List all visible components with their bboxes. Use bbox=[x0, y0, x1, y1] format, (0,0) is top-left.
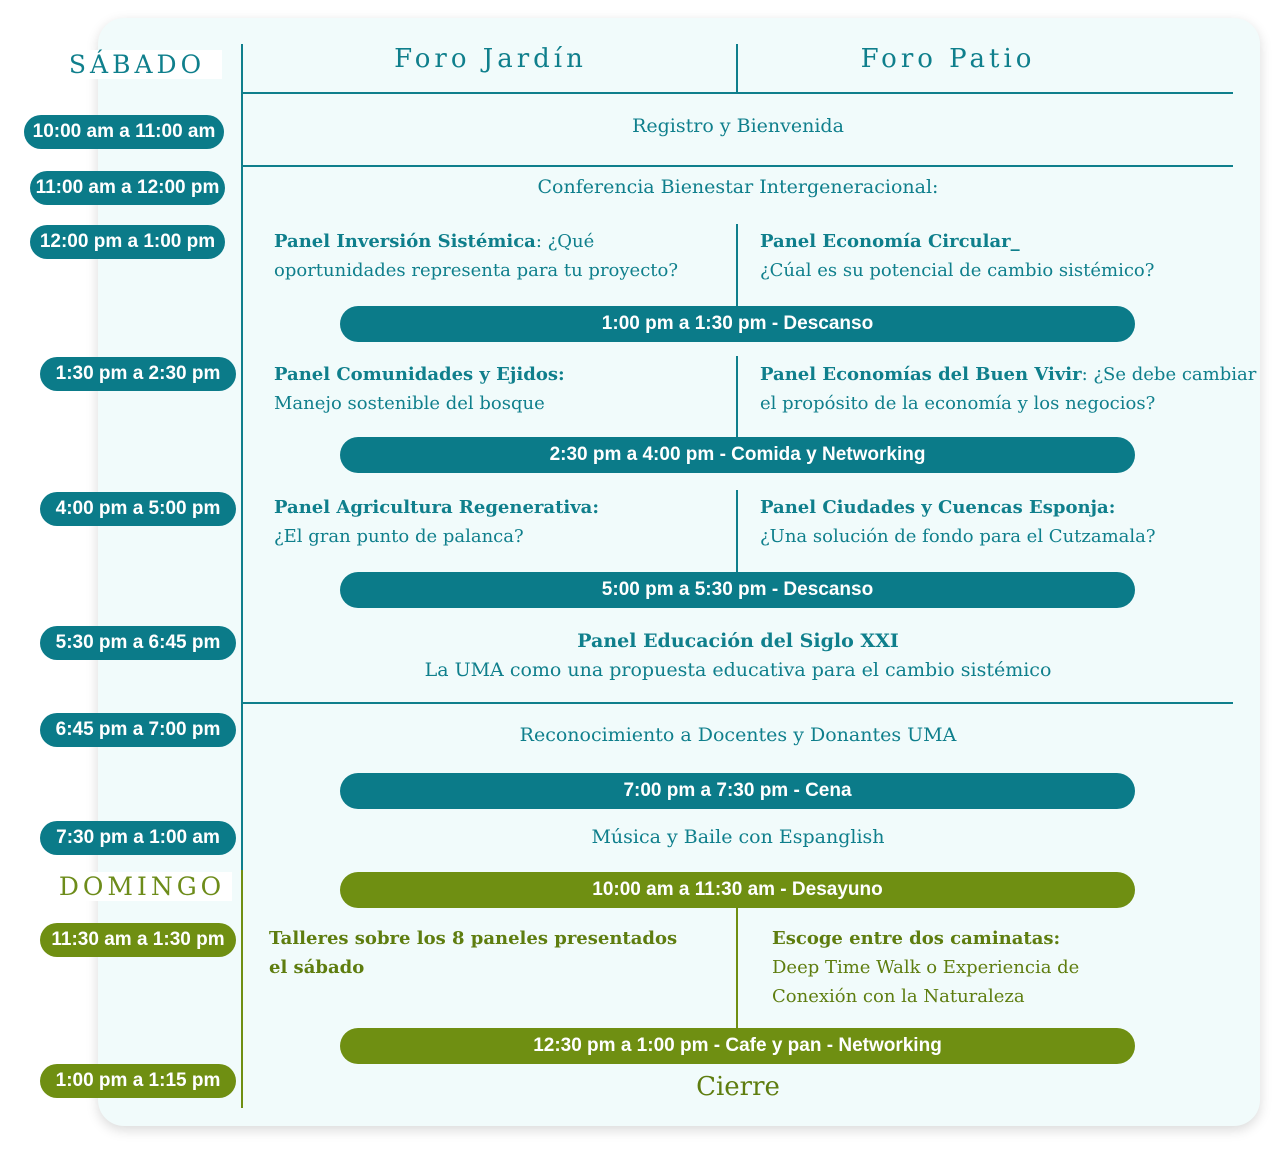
break-bar: 2:30 pm a 4:00 pm - Comida y Networking bbox=[340, 437, 1135, 473]
time-pill: 12:00 pm a 1:00 pm bbox=[30, 225, 225, 259]
caminatas-option: Deep Time Walk o Experiencia de bbox=[772, 957, 1080, 978]
break-bar-coffee: 12:30 pm a 1:00 pm - Cafe y pan - Networ… bbox=[340, 1028, 1135, 1064]
panel-title: Panel Comunidades y Ejidos: bbox=[274, 364, 565, 385]
panel-subtitle: ¿Una solución de fondo para el Cutzamala… bbox=[760, 526, 1156, 547]
column-divider bbox=[736, 490, 738, 572]
talleres-line: el sábado bbox=[269, 957, 365, 978]
section-rule bbox=[243, 165, 1233, 167]
panel-educacion: Panel Educación del Siglo XXI La UMA com… bbox=[243, 627, 1233, 685]
time-pill: 1:30 pm a 2:30 pm bbox=[40, 357, 236, 391]
day-label-saturday: SÁBADO bbox=[52, 50, 222, 79]
time-pill: 11:00 am a 12:00 pm bbox=[30, 171, 225, 205]
break-bar: 5:00 pm a 5:30 pm - Descanso bbox=[340, 572, 1135, 608]
day-label-sunday: DOMINGO bbox=[52, 872, 232, 901]
panel-subtitle: La UMA como una propuesta educativa para… bbox=[424, 659, 1052, 681]
break-bar: 7:00 pm a 7:30 pm - Cena bbox=[340, 773, 1135, 809]
event-reconocimiento: Reconocimiento a Docentes y Donantes UMA bbox=[519, 724, 957, 746]
panel-title: Panel Economías del Buen Vivir bbox=[760, 364, 1082, 385]
panel-subtitle: ¿Cúal es su potencial de cambio sistémic… bbox=[760, 260, 1155, 281]
event-musica: Música y Baile con Espanglish bbox=[591, 826, 885, 848]
break-bar: 1:00 pm a 1:30 pm - Descanso bbox=[340, 306, 1135, 342]
column-divider-sunday bbox=[736, 906, 738, 1030]
event-conferencia: Conferencia Bienestar Intergeneracional: bbox=[537, 176, 939, 198]
column-divider bbox=[736, 224, 738, 306]
panel-ciudades-cuencas: Panel Ciudades y Cuencas Esponja: ¿Una s… bbox=[760, 493, 1156, 551]
column-divider bbox=[736, 356, 738, 438]
panel-subtitle: Manejo sostenible del bosque bbox=[274, 393, 545, 414]
section-rule bbox=[243, 702, 1233, 704]
time-pill: 5:30 pm a 6:45 pm bbox=[40, 626, 236, 660]
event-cierre: Cierre bbox=[696, 1072, 780, 1102]
panel-agricultura-regenerativa: Panel Agricultura Regenerativa: ¿El gran… bbox=[274, 493, 599, 551]
caminatas-title: Escoge entre dos caminatas: bbox=[772, 928, 1061, 949]
panel-title: Panel Agricultura Regenerativa: bbox=[274, 497, 599, 518]
panel-subtitle: el propósito de la economía y los negoci… bbox=[760, 393, 1156, 414]
talleres-line: Talleres sobre los 8 paneles presentados bbox=[269, 928, 678, 949]
panel-subtitle: oportunidades representa para tu proyect… bbox=[274, 260, 679, 281]
event-talleres: Talleres sobre los 8 paneles presentados… bbox=[269, 924, 677, 982]
event-caminatas: Escoge entre dos caminatas: Deep Time Wa… bbox=[772, 924, 1079, 1011]
panel-subtitle: : ¿Se debe cambiar bbox=[1081, 364, 1257, 385]
panel-title: Panel Inversión Sistémica bbox=[274, 231, 536, 252]
time-pill: 1:00 pm a 1:15 pm bbox=[40, 1064, 236, 1098]
column-header-foro-jardin: Foro Jardín bbox=[394, 44, 587, 74]
panel-title: Panel Educación del Siglo XXI bbox=[577, 630, 899, 652]
timeline-divider-saturday bbox=[241, 44, 243, 870]
panel-subtitle: ¿El gran punto de palanca? bbox=[274, 526, 524, 547]
time-pill: 10:00 am a 11:00 am bbox=[24, 115, 224, 149]
header-rule bbox=[243, 92, 1233, 94]
panel-inversion-sistemica: Panel Inversión Sistémica: ¿Qué oportuni… bbox=[274, 227, 678, 285]
time-pill: 11:30 am a 1:30 pm bbox=[40, 923, 236, 957]
time-pill: 7:30 pm a 1:00 am bbox=[40, 821, 236, 855]
column-divider-header bbox=[736, 44, 738, 92]
panel-title: Panel Ciudades y Cuencas Esponja: bbox=[760, 497, 1116, 518]
panel-economia-circular: Panel Economía Circular_ ¿Cúal es su pot… bbox=[760, 227, 1154, 285]
time-pill: 6:45 pm a 7:00 pm bbox=[40, 713, 236, 747]
event-registro: Registro y Bienvenida bbox=[632, 115, 844, 137]
column-header-foro-patio: Foro Patio bbox=[860, 44, 1036, 74]
panel-subtitle: : ¿Qué bbox=[535, 231, 595, 252]
panel-title: Panel Economía Circular_ bbox=[760, 231, 1020, 252]
timeline-divider-sunday bbox=[241, 870, 243, 1108]
panel-economias-buen-vivir: Panel Economías del Buen Vivir: ¿Se debe… bbox=[760, 360, 1256, 418]
break-bar-breakfast: 10:00 am a 11:30 am - Desayuno bbox=[340, 872, 1135, 908]
caminatas-option: Conexión con la Naturaleza bbox=[772, 986, 1025, 1007]
panel-comunidades-ejidos: Panel Comunidades y Ejidos: Manejo soste… bbox=[274, 360, 565, 418]
time-pill: 4:00 pm a 5:00 pm bbox=[40, 492, 236, 526]
